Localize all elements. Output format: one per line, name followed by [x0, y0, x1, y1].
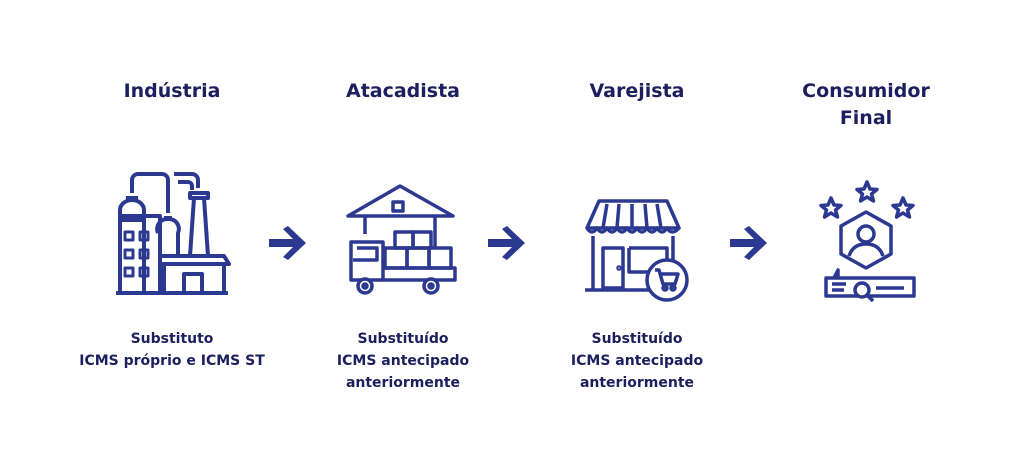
- stage-title: Varejista: [522, 78, 752, 105]
- factory-icon: [116, 172, 231, 295]
- title-line: Final: [839, 107, 893, 129]
- store-cart-icon: [585, 199, 689, 302]
- desc-line: Substituído: [591, 331, 683, 347]
- desc-line: Substituído: [357, 331, 449, 347]
- desc-line: anteriormente: [579, 375, 695, 391]
- desc-line: Substituto: [130, 331, 214, 347]
- desc-line: anteriormente: [345, 375, 461, 391]
- arrow-right-icon: [488, 226, 525, 260]
- warehouse-truck-icon: [346, 184, 457, 295]
- desc-line: ICMS antecipado: [336, 353, 470, 369]
- title-line: Varejista: [589, 80, 685, 102]
- stage-description: Substituto ICMS próprio e ICMS ST: [57, 328, 287, 372]
- stage-description: Substituído ICMS antecipado anteriorment…: [288, 328, 518, 394]
- customer-rating-icon: [819, 180, 916, 303]
- title-line: Indústria: [123, 80, 221, 102]
- desc-line: ICMS antecipado: [570, 353, 704, 369]
- title-line: Consumidor: [802, 80, 930, 102]
- stage-title: Indústria: [57, 78, 287, 105]
- stage-description: Substituído ICMS antecipado anteriorment…: [522, 328, 752, 394]
- arrow-right-icon: [730, 226, 767, 260]
- stage-title: Consumidor Final: [751, 78, 981, 132]
- desc-line: ICMS próprio e ICMS ST: [79, 353, 265, 369]
- stage-title: Atacadista: [288, 78, 518, 105]
- title-line: Atacadista: [345, 80, 461, 102]
- arrow-right-icon: [269, 226, 306, 260]
